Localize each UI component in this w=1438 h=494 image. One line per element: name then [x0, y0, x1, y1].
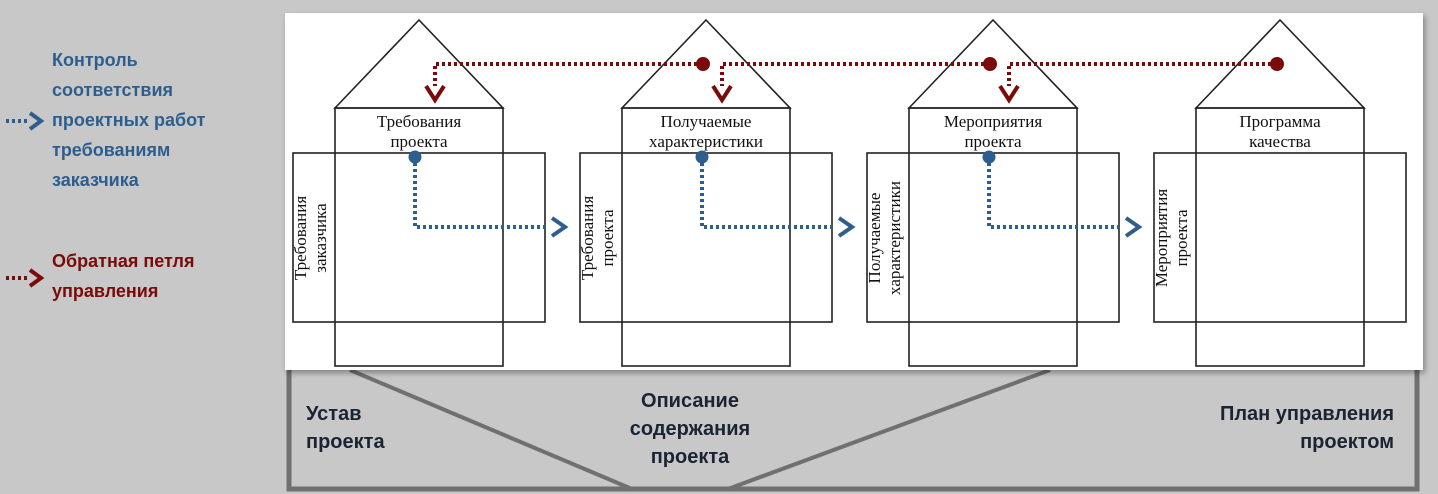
- house-side-label: Требования: [291, 196, 310, 280]
- house-matrix: [1153, 152, 1407, 323]
- feedback-arrow-dot: [1270, 57, 1284, 71]
- house-roof-label: Получаемые: [661, 112, 752, 131]
- feedback-arrow: [998, 57, 1284, 104]
- house-side-label: характеристики: [885, 181, 904, 295]
- project-management-plan-label: План управления проектом: [1220, 400, 1394, 456]
- doc-line: проекта: [650, 446, 730, 468]
- house-side-label: Требования: [578, 196, 597, 280]
- feedback-arrow: [424, 57, 710, 104]
- feedback-arrow-line: [720, 62, 990, 86]
- control-arrow-line: [700, 157, 835, 229]
- house-roof-label: качества: [1249, 132, 1311, 151]
- control-arrow: [408, 150, 569, 238]
- legend-line: соответствия: [52, 80, 174, 100]
- doc-line: Описание: [641, 390, 739, 412]
- legend-control-label: Контроль соответствия проектных работ тр…: [52, 45, 205, 195]
- legend-line: заказчика: [52, 170, 139, 190]
- control-arrow-dot: [695, 150, 709, 164]
- control-arrow-head: [550, 216, 569, 238]
- house-roof-label: проекта: [964, 132, 1022, 151]
- house-side-label: заказчика: [311, 203, 330, 273]
- control-arrow-head: [837, 216, 856, 238]
- legend-line: требованиям: [52, 140, 171, 160]
- legend-feedback-label: Обратная петля управления: [52, 246, 195, 306]
- house-side-label: Получаемые: [865, 193, 884, 284]
- legend-line: Контроль: [52, 50, 138, 70]
- feedback-arrow-line: [433, 62, 703, 86]
- control-arrow-head: [1124, 216, 1143, 238]
- control-arrow-line: [987, 157, 1122, 229]
- scope-statement-label: Описание содержания проекта: [560, 387, 820, 471]
- project-charter-label: Устав проекта: [306, 400, 385, 456]
- legend-line: Обратная петля: [52, 251, 195, 271]
- house-roof-label: проекта: [390, 132, 448, 151]
- control-arrow: [982, 150, 1143, 238]
- doc-line: Устав: [306, 403, 362, 425]
- legend-line: проектных работ: [52, 110, 206, 130]
- feedback-arrow-dot: [983, 57, 997, 71]
- house-side-label: проекта: [1172, 209, 1191, 267]
- house-roof-label: Программа: [1239, 112, 1321, 131]
- doc-line: проектом: [1300, 431, 1394, 453]
- red-dotted-arrow-icon: [6, 268, 45, 288]
- control-arrow: [695, 150, 856, 238]
- house-roof-label: Мероприятия: [944, 112, 1042, 131]
- house-roof-label: характеристики: [649, 132, 763, 151]
- blue-dotted-arrow-icon: [6, 111, 45, 131]
- feedback-arrow-line: [1007, 62, 1277, 86]
- feedback-arrow: [711, 57, 997, 104]
- house-side-label: проекта: [598, 209, 617, 267]
- legend-line: управления: [52, 281, 159, 301]
- doc-line: содержания: [629, 418, 751, 440]
- doc-line: План управления: [1219, 403, 1394, 425]
- control-arrow-line: [413, 157, 548, 229]
- house-roof-label: Требования: [377, 112, 461, 131]
- feedback-arrow-head: [711, 84, 733, 104]
- feedback-arrow-dot: [696, 57, 710, 71]
- doc-line: проекта: [306, 431, 385, 453]
- feedback-arrow-head: [998, 84, 1020, 104]
- control-arrow-dot: [982, 150, 996, 164]
- house-side-label: Мероприятия: [1152, 189, 1171, 287]
- documents-frame: [286, 368, 1420, 492]
- diagram-panel: [285, 13, 1423, 370]
- feedback-arrow-head: [424, 84, 446, 104]
- control-arrow-dot: [408, 150, 422, 164]
